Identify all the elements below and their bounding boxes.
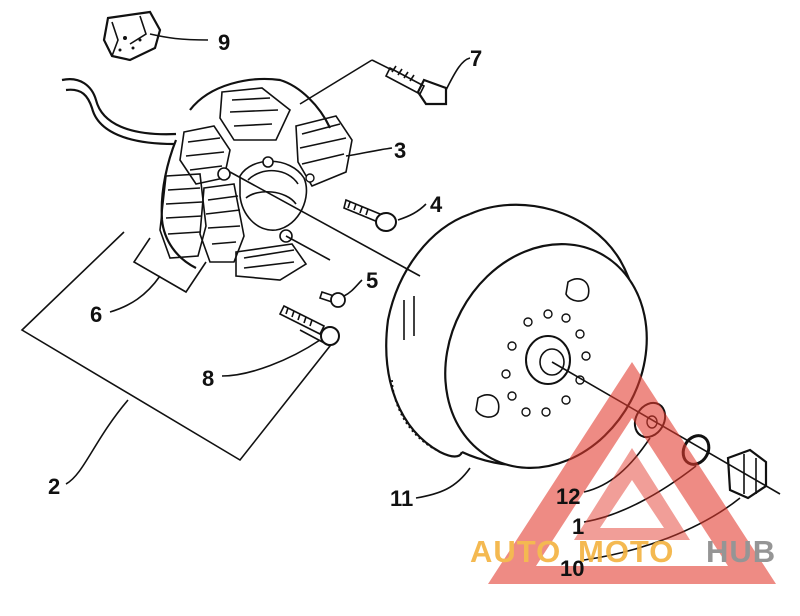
callout-1: 1: [572, 514, 584, 539]
part-11-flywheel: [385, 203, 648, 469]
callout-12: 12: [556, 484, 580, 509]
stator-assembly: [61, 77, 353, 281]
callout-7: 7: [470, 46, 482, 71]
callout-3: 3: [394, 138, 406, 163]
leader-lines: [65, 33, 741, 561]
part-9-grommet: [102, 10, 162, 62]
callout-10: 10: [560, 556, 584, 581]
watermark-logo: AUTO MOTO HUB: [470, 362, 776, 584]
part-8-screw: [278, 304, 340, 346]
part-4-screw: [343, 198, 397, 232]
flywheel-holes: [501, 309, 591, 417]
callout-9: 9: [218, 30, 230, 55]
callout-5: 5: [366, 268, 378, 293]
callout-8: 8: [202, 366, 214, 391]
watermark-text-hub: HUB: [706, 534, 776, 569]
watermark-text-auto: AUTO: [470, 534, 561, 569]
part-5-screw: [318, 290, 346, 308]
callout-6: 6: [90, 302, 102, 327]
part-7-bolt: [384, 65, 448, 106]
callout-2: 2: [48, 474, 60, 499]
callout-4: 4: [430, 192, 443, 217]
callout-11: 11: [390, 486, 413, 511]
watermark-text-moto: MOTO: [578, 534, 674, 569]
watermark-triangle-icon: [488, 362, 776, 584]
callout-labels: 9 7 3 4 5 6 8 2 11 12 1 10: [48, 30, 584, 581]
bracket-part-2: [20, 231, 332, 462]
